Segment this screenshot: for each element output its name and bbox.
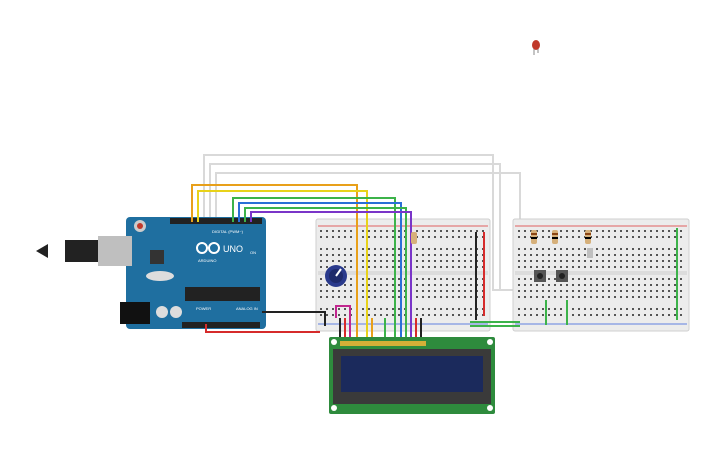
breadboard-right[interactable] bbox=[512, 218, 690, 332]
signal-wires[interactable] bbox=[191, 184, 412, 340]
potentiometer[interactable] bbox=[325, 265, 347, 287]
arduino-power-wires[interactable] bbox=[205, 305, 351, 340]
on-label: ON bbox=[250, 250, 256, 255]
analog-label: ANALOG IN bbox=[236, 306, 258, 311]
digital-label: DIGITAL (PWM~) bbox=[212, 229, 244, 234]
power-wires[interactable] bbox=[475, 232, 485, 320]
lcd-wires[interactable] bbox=[344, 318, 422, 340]
resistor[interactable] bbox=[585, 230, 591, 244]
pushbutton[interactable] bbox=[534, 270, 546, 282]
breadboard-left[interactable] bbox=[315, 218, 491, 332]
arduino-uno-board[interactable]: UNO ARDUINO DIGITAL (PWM~) POWER ANALOG … bbox=[36, 217, 266, 329]
resistor[interactable] bbox=[552, 230, 558, 244]
green-wires-right[interactable] bbox=[470, 228, 678, 327]
power-label: POWER bbox=[196, 306, 211, 311]
board-brand: UNO bbox=[223, 244, 243, 254]
lcd-display[interactable] bbox=[329, 337, 495, 414]
resistor[interactable] bbox=[531, 230, 537, 244]
loose-led[interactable] bbox=[532, 40, 540, 55]
lcd-screen bbox=[341, 356, 483, 392]
board-maker: ARDUINO bbox=[198, 258, 216, 263]
arduino-logo-icon bbox=[196, 242, 220, 254]
pushbutton[interactable] bbox=[556, 270, 568, 282]
small-resistor[interactable] bbox=[411, 232, 417, 244]
led-on-breadboard[interactable] bbox=[587, 248, 593, 258]
